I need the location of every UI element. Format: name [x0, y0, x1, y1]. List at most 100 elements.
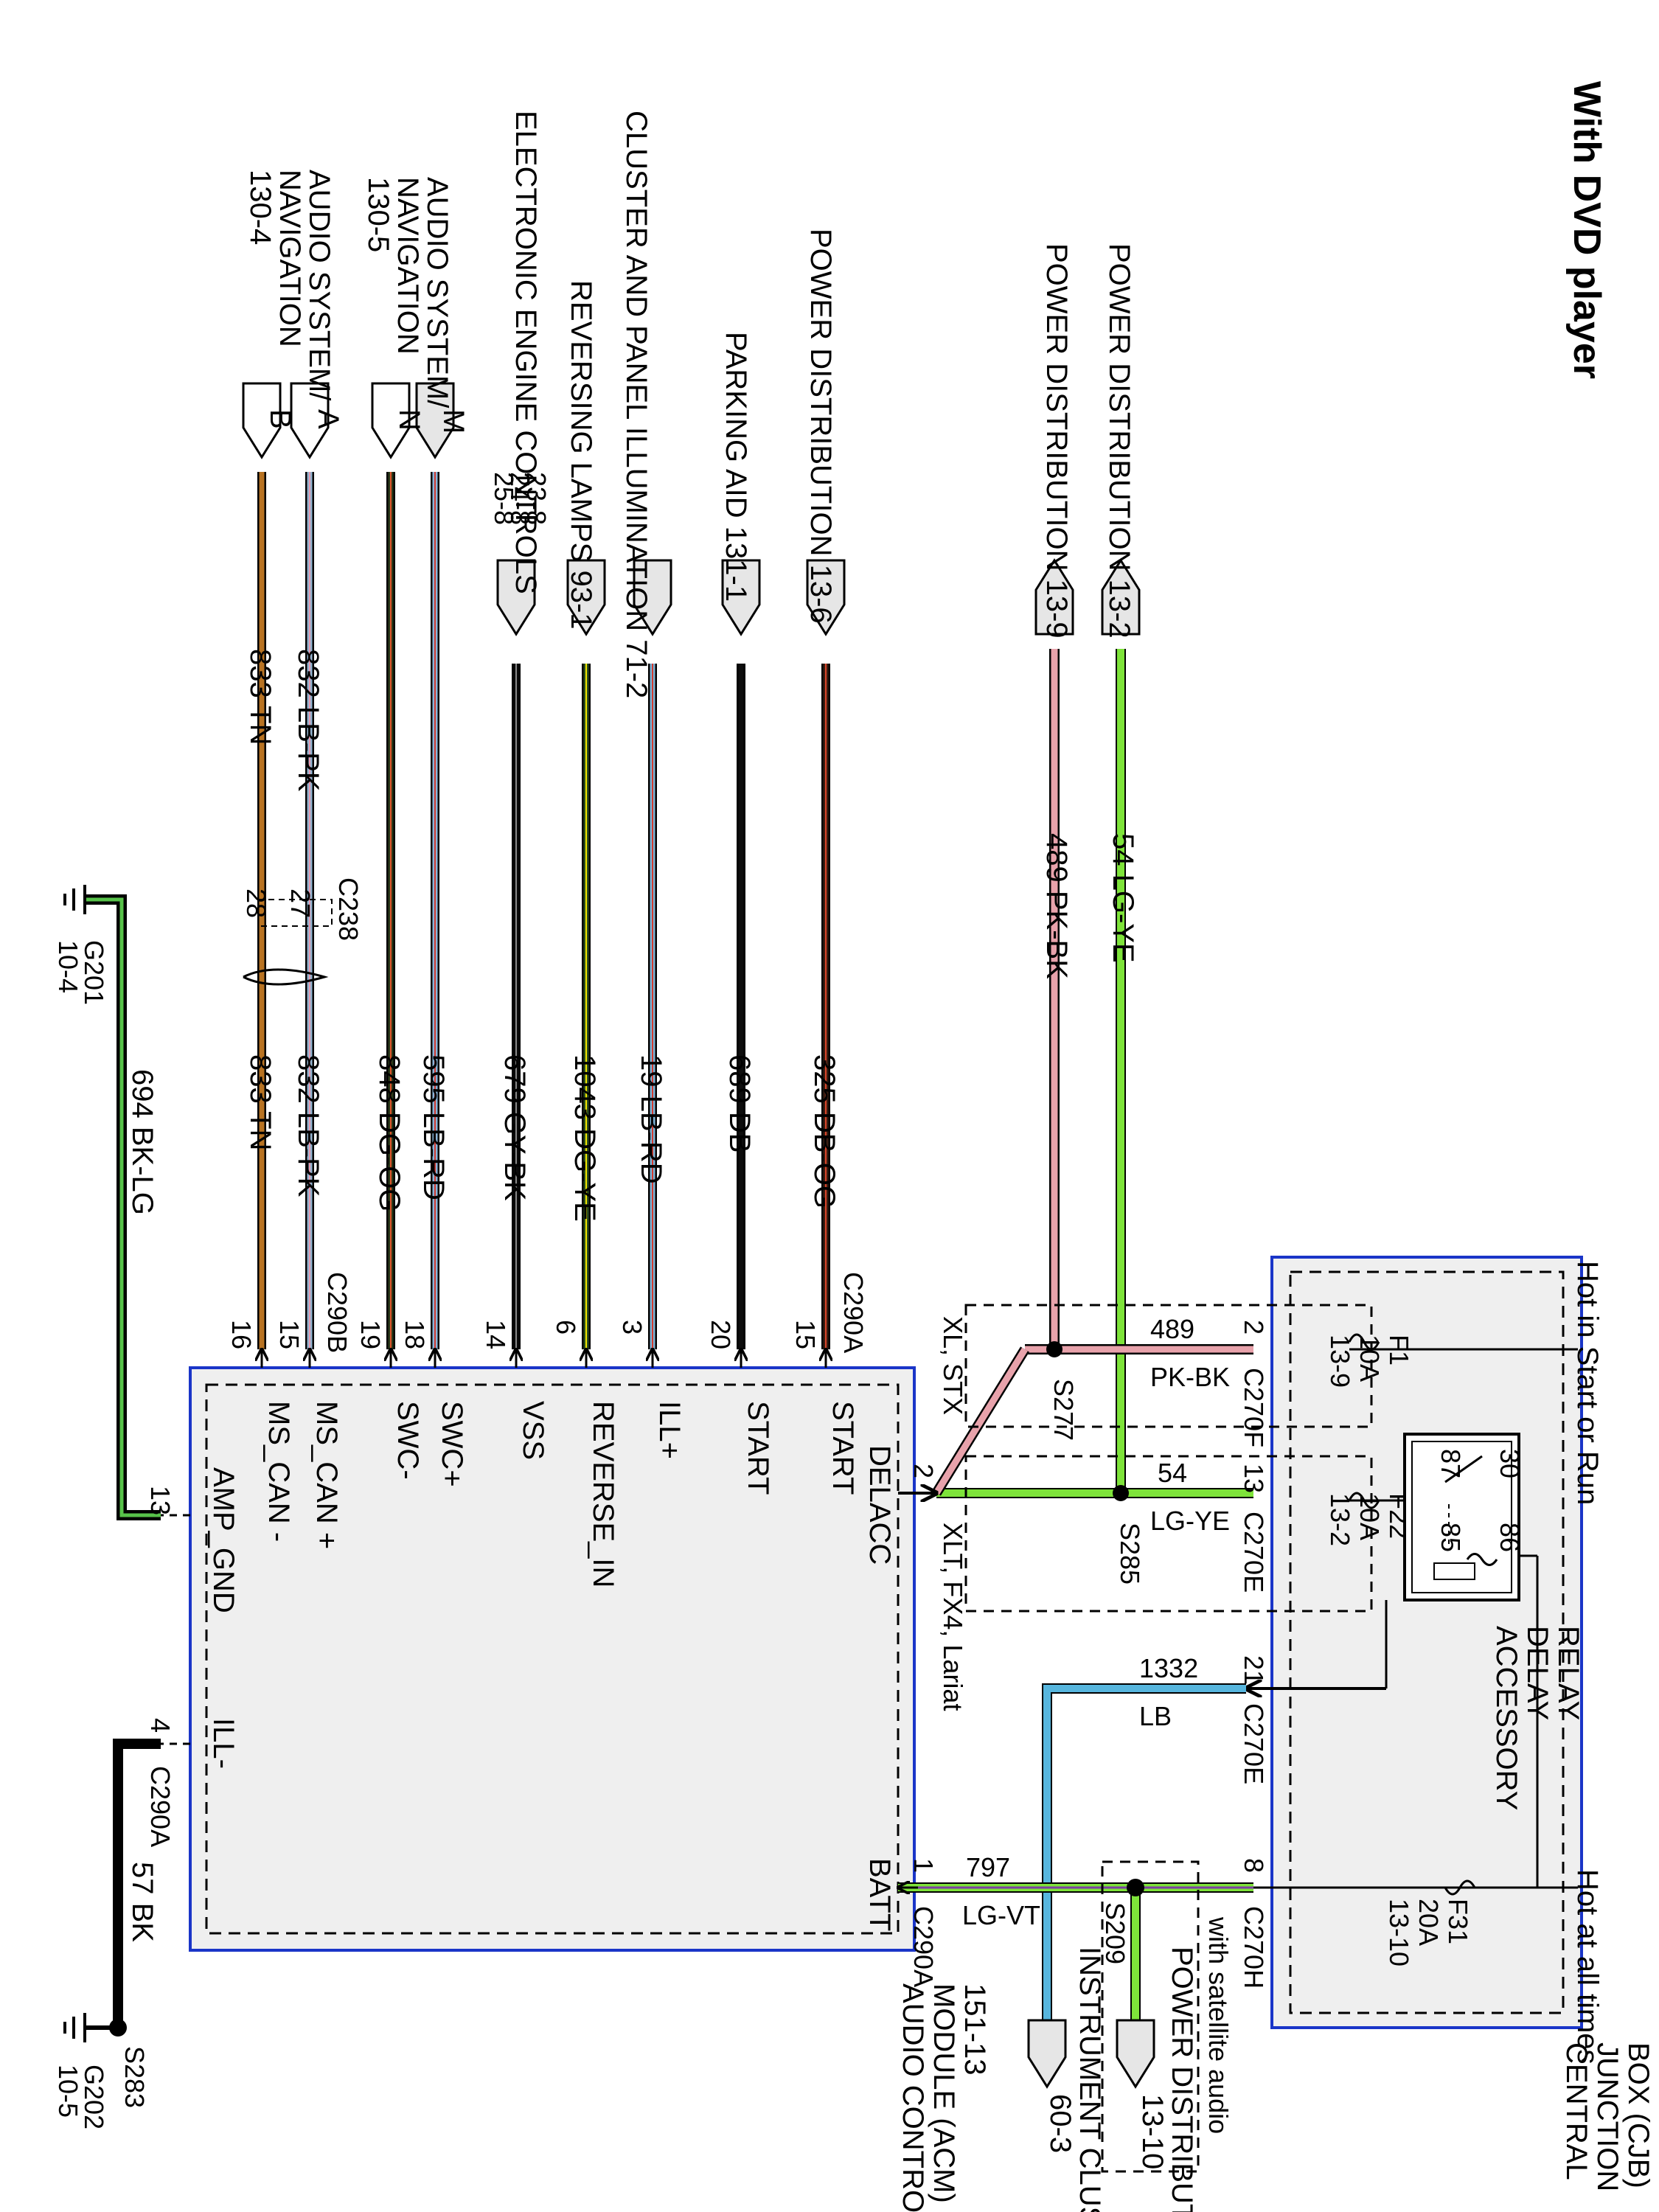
src-eec-ref-2: 24-8: [505, 472, 535, 525]
source-wire-label-1: 689 DB: [723, 1054, 756, 1152]
cjb-name-3: BOX (CJB): [1622, 2042, 1655, 2188]
wire-489-cjb-color: PK-BK: [1150, 1362, 1230, 1392]
relay-pin-86: 86: [1495, 1523, 1525, 1552]
c270f-label: C270F: [1239, 1368, 1269, 1447]
acm-ill-minus-label: ILL-: [207, 1718, 240, 1769]
c270e-label: C270E: [1239, 1512, 1269, 1593]
acm-input-pin-8: 16: [226, 1320, 257, 1349]
page-title: With DVD player: [1565, 81, 1608, 379]
src-parking-aid-label: PARKING AID 131-1: [720, 332, 752, 602]
cjb-name-1: CENTRAL: [1560, 2042, 1593, 2180]
cjb-name-2: JUNCTION: [1591, 2042, 1624, 2191]
acm-ill-minus-conn: C290A: [145, 1766, 175, 1847]
variant-upper-label: XL, STX: [938, 1316, 968, 1415]
nav-pin-2: A: [312, 409, 344, 429]
cluster-ref: 60-3: [1044, 2094, 1077, 2153]
acm-input-pin-3: 6: [551, 1320, 581, 1335]
relay-pin-87: 87: [1436, 1449, 1466, 1478]
audio-control-module: AUDIO CONTROL MODULE (ACM) 151-13: [189, 1366, 991, 2212]
source-connector-3: [566, 559, 606, 636]
acm-input-conn-7: C290B: [322, 1272, 352, 1353]
central-junction-box: CENTRAL JUNCTION BOX (CJB) 11-1 Hot in S…: [1253, 1256, 1659, 2191]
nav-130-5-line1: AUDIO SYSTEM/: [421, 177, 453, 408]
nav-connector-3: [242, 382, 282, 459]
acm-input-label-1: START: [742, 1401, 774, 1495]
g201-wire-label: 694 BK-LG: [126, 1069, 159, 1215]
pd-top-connectors: POWER DISTRIBUTION 13-2 POWER DISTRIBUTI…: [1034, 243, 1141, 639]
cjb-name-4: 11-1: [1653, 2042, 1659, 2099]
pd-13-9-label: POWER DISTRIBUTION 13-9: [1040, 243, 1073, 639]
c238-label: C238: [333, 877, 364, 941]
c270e-21-label: C270E: [1239, 1703, 1269, 1784]
splice-s209-dot: [1127, 1879, 1144, 1896]
acm-ill-minus-pin: 4: [145, 1718, 175, 1733]
hot-all-times-label: Hot at all times: [1571, 1869, 1604, 2065]
splice-s285-dot: [1113, 1485, 1129, 1501]
nav-130-4-label: AUDIO SYSTEM/ NAVIGATION 130-4: [244, 170, 335, 401]
acm-input-pin-5: 18: [400, 1320, 430, 1349]
fuse-f1: F1 10A 13-9: [1325, 1333, 1414, 1388]
acm-name-2: MODULE (ACM): [928, 1983, 960, 2203]
fuse-f31-ref: 13-10: [1384, 1899, 1414, 1966]
fuse-f1-ref: 13-9: [1325, 1335, 1355, 1388]
nav-wire-label-0: 595 LB-RD: [417, 1054, 450, 1200]
acm-input-label-0: START: [827, 1401, 859, 1495]
acm-delacc-label: DELACC: [863, 1445, 896, 1565]
acm-input-pin-4: 14: [481, 1320, 511, 1349]
acm-input-pin-0: 15: [790, 1320, 821, 1349]
variant-lower-label: XLT, FX4, Lariat: [938, 1523, 968, 1711]
relay-pin-30: 30: [1495, 1449, 1525, 1478]
c270f-pin-2: 2: [1239, 1320, 1269, 1335]
src-pd-13-6-label: POWER DISTRIBUTION 13-6: [804, 229, 837, 624]
src-cluster-illum-label: CLUSTER AND PANEL ILLUMINATION 71-2: [620, 111, 653, 698]
pd-13-2-label: POWER DISTRIBUTION 13-2: [1103, 243, 1135, 639]
fuse-f1-rating: 10A: [1354, 1335, 1385, 1382]
nav-wire-upper-label-3: 833 TN: [244, 649, 276, 745]
hot-start-run-label: Hot in Start or Run: [1571, 1261, 1604, 1505]
source-wire-label-0: 325 DB-OG: [808, 1054, 841, 1208]
source-connector-0: [806, 559, 846, 636]
c270e-pin-13: 13: [1239, 1464, 1269, 1493]
relay-name-1: ACCESSORY: [1490, 1626, 1523, 1810]
acm-input-label-6: SWC-: [392, 1401, 424, 1480]
acm-input-label-3: REVERSE_IN: [587, 1401, 619, 1587]
acm-name-1: AUDIO CONTROL: [897, 1983, 929, 2212]
source-connector-4: [496, 559, 536, 636]
splice-s283: S283: [119, 2046, 150, 2108]
fuse-f31: F31 20A 13-10: [1384, 1879, 1476, 1966]
wire-54-cjb-circuit: 54: [1158, 1458, 1187, 1488]
fuse-f22-ref: 13-2: [1325, 1493, 1355, 1546]
c270e-pin-21: 21: [1239, 1655, 1269, 1685]
cluster-name: INSTRUMENT CLUSTER: [1074, 1947, 1106, 2212]
nav-130-4-line3: 130-4: [244, 170, 276, 245]
nav-connector-0: [415, 382, 455, 459]
wire-54-cjb-color: LG-YE: [1150, 1506, 1230, 1536]
cluster-connector: [1027, 2019, 1067, 2089]
wire-797-circuit: 797: [966, 1852, 1010, 1882]
nav-wire-label-1: 848 DG-OG: [373, 1054, 406, 1211]
acm-delacc-pin: 2: [908, 1464, 939, 1478]
c270h-label: C270H: [1239, 1906, 1269, 1989]
acm-input-pin-1: 20: [706, 1320, 736, 1349]
nav-pin-3: B: [264, 409, 296, 429]
source-wire-label-2: 19 LB-RD: [635, 1054, 667, 1184]
src-eec-label: ELECTRONIC ENGINE CONTROLS: [509, 111, 542, 594]
src-eec-ref-3: 25-8: [489, 472, 519, 525]
wire-54-lg-ye: 54 LG-YE 54 LG-YE S285 13 C270E: [936, 649, 1269, 1593]
satellite-box: [1101, 1860, 1200, 2173]
acm-amp-gnd-pin: 13: [145, 1486, 175, 1515]
wire-489-cjb-circuit: 489: [1150, 1314, 1194, 1344]
c238-connector: C238 27 28: [241, 877, 364, 986]
sat-pd-ref: 13-10: [1136, 2094, 1169, 2169]
acm-input-label-4: VSS: [517, 1401, 549, 1460]
wire-797-lg-vt: 797 LG-VT S209 8 C270H 1 C290A BATT: [863, 1852, 1269, 2020]
g202-id: G202: [79, 2065, 109, 2129]
g202-ref: 10-5: [53, 2065, 83, 2118]
nav-pin-1: N: [393, 409, 425, 431]
nav-130-4-line1: AUDIO SYSTEM/: [303, 170, 335, 401]
g201-id: G201: [79, 940, 109, 1005]
acm-batt-conn: C290A: [908, 1906, 939, 1987]
wire-1332-lb: 1332 LB 21 C270E: [1042, 1653, 1269, 2035]
nav-connector-2: [290, 382, 330, 459]
